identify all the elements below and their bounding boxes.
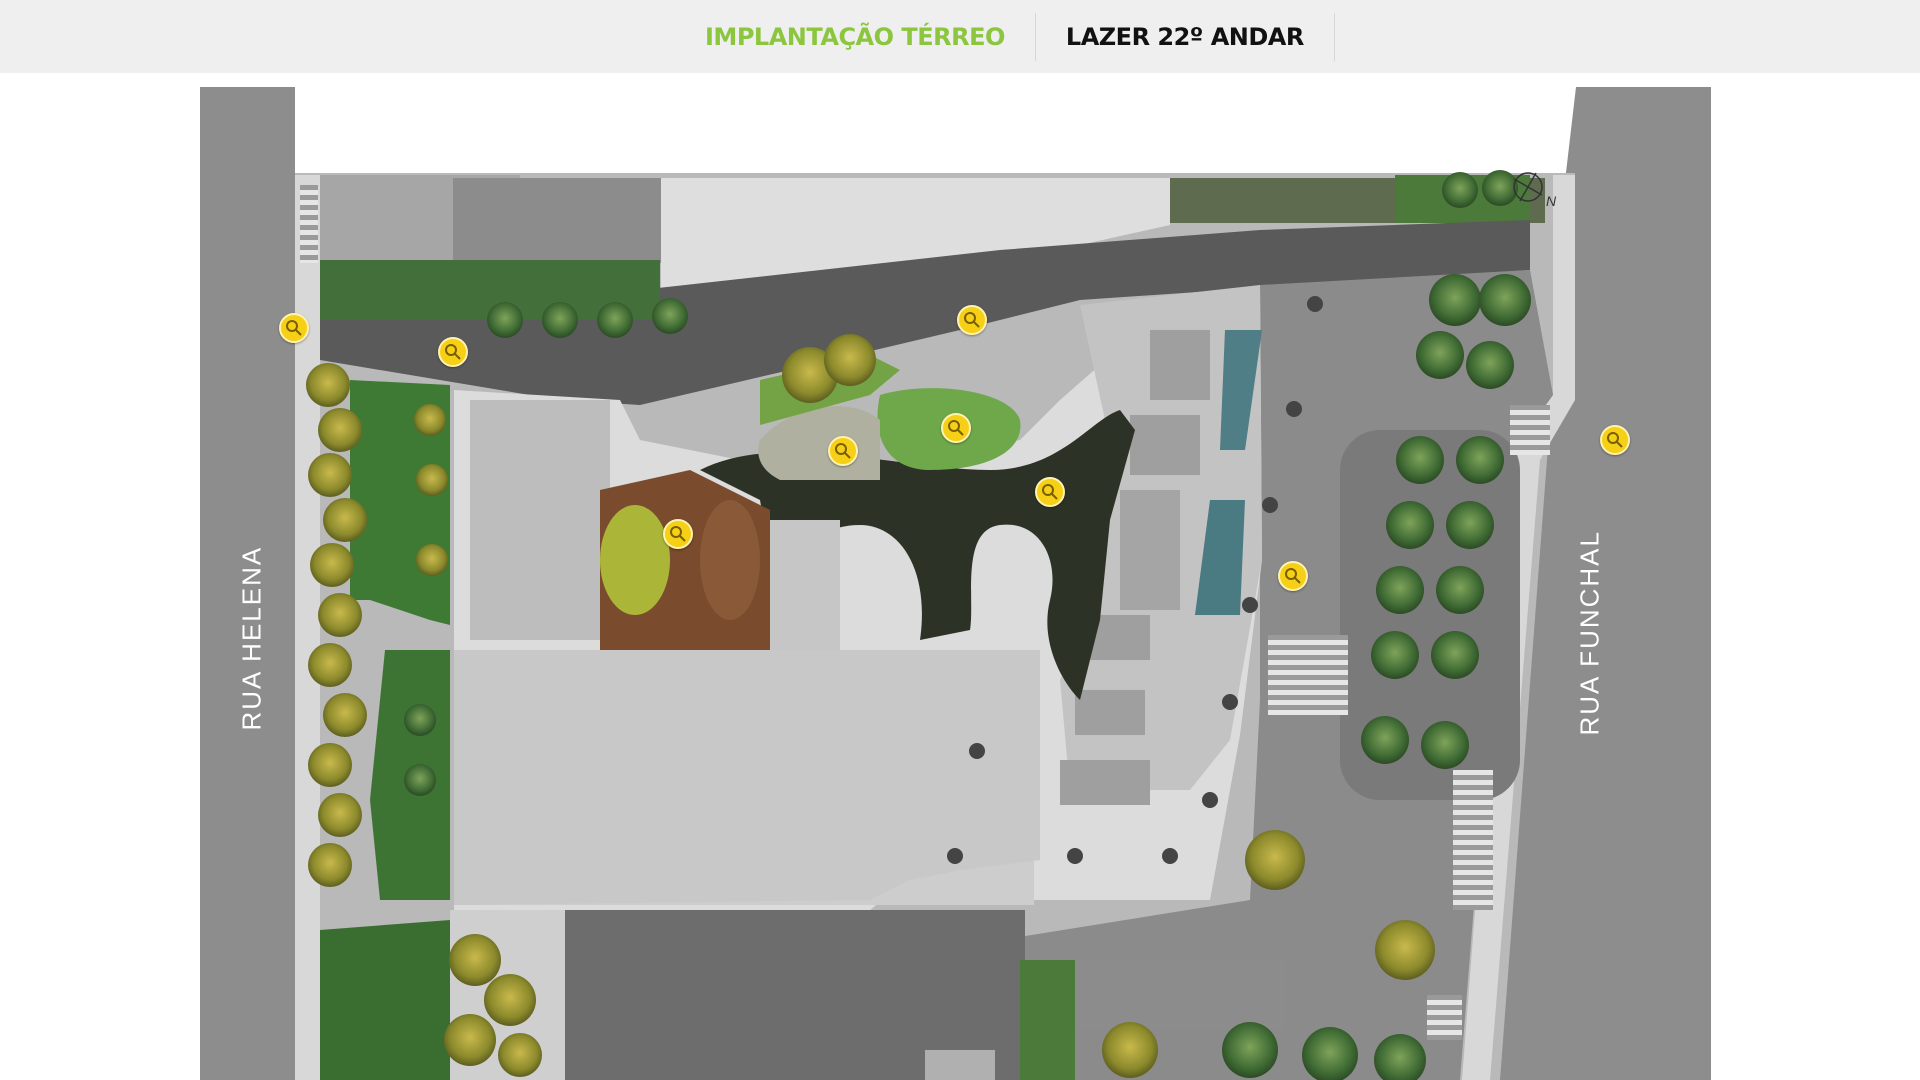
zoom-pin[interactable] [828, 436, 858, 466]
trees-top [487, 170, 1531, 403]
left-wing [470, 400, 610, 640]
elevator-block-2 [1130, 415, 1200, 475]
zoom-pin[interactable] [279, 313, 309, 343]
tab-list: IMPLANTAÇÃO TÉRREO LAZER 22º ANDAR [675, 0, 1335, 73]
lower-structure [1075, 960, 1285, 1030]
plaza-top [661, 178, 1170, 300]
site-plan-map [200, 87, 1711, 1080]
street-rua-funchal [1460, 87, 1711, 1080]
zoom-pin[interactable] [1278, 561, 1308, 591]
elevator-block-4 [1075, 690, 1145, 735]
tab-divider [1034, 12, 1036, 61]
driveway [320, 220, 1530, 405]
tab-divider [1333, 12, 1335, 61]
compass: N [1510, 169, 1560, 214]
zoom-pin[interactable] [957, 305, 987, 335]
crosswalk-right-1 [1510, 405, 1550, 455]
lounge-bench [700, 500, 760, 620]
pool-feature [600, 505, 670, 615]
trees-left [306, 363, 542, 1077]
elevator-block-5 [1060, 760, 1150, 805]
building-main-block [454, 650, 1040, 905]
garden-left-3 [320, 920, 450, 1080]
magnifier-icon [1042, 484, 1058, 500]
water-feature-1 [1220, 330, 1262, 450]
crosswalk-right-3 [1453, 770, 1493, 910]
water-feature-2 [1195, 500, 1245, 615]
ramp-structure [453, 178, 661, 263]
zoom-pin[interactable] [1600, 425, 1630, 455]
crosswalk-right-4 [1427, 995, 1462, 1040]
street-label-rua-funchal: RUA FUNCHAL [1574, 530, 1605, 736]
stair-block [1120, 490, 1180, 610]
crosswalk-right-2 [1268, 635, 1348, 715]
zoom-pin[interactable] [1035, 477, 1065, 507]
lower-garden [1020, 960, 1075, 1080]
magnifier-icon [1285, 568, 1301, 584]
zoom-pin[interactable] [941, 413, 971, 443]
magnifier-icon [670, 526, 686, 542]
landscape-ribbon [700, 410, 1135, 700]
trees-right [1102, 436, 1504, 1080]
street-label-rua-helena: RUA HELENA [236, 545, 267, 731]
tab-implantacao-terreo[interactable]: IMPLANTAÇÃO TÉRREO [705, 22, 1005, 51]
tab-lazer-22-andar[interactable]: LAZER 22º ANDAR [1065, 22, 1304, 51]
magnifier-icon [1607, 432, 1623, 448]
elevator-block-1 [1150, 330, 1210, 400]
service-rooms [770, 520, 840, 650]
compass-icon [1513, 172, 1543, 202]
compass-label: N [1546, 193, 1557, 209]
zoom-pin[interactable] [438, 337, 468, 367]
lower-vent [925, 1050, 995, 1080]
magnifier-icon [835, 443, 851, 459]
sidewalk-left [295, 175, 320, 1080]
column-markers [947, 296, 1323, 864]
zoom-pin[interactable] [663, 519, 693, 549]
magnifier-icon [445, 344, 461, 360]
magnifier-icon [948, 420, 964, 436]
crosswalk-left [300, 185, 318, 263]
magnifier-icon [964, 312, 980, 328]
street-rua-helena [200, 87, 295, 1080]
magnifier-icon [286, 320, 302, 336]
top-nav-bar: IMPLANTAÇÃO TÉRREO LAZER 22º ANDAR [0, 0, 1920, 73]
site-plan-viewer: RUA HELENA RUA FUNCHAL N [0, 73, 1920, 1080]
elevator-block-3 [1090, 615, 1150, 660]
